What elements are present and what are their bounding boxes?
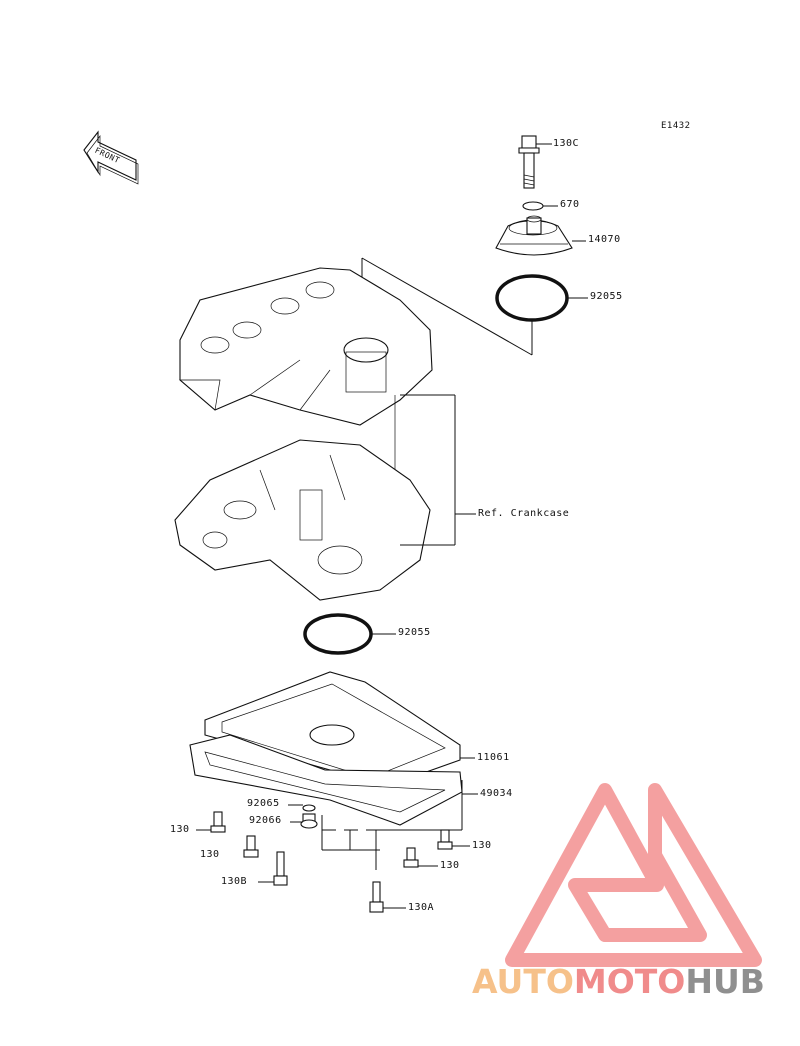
watermark-logo-icon [505, 783, 762, 967]
label-92066: 92066 [249, 815, 282, 826]
bolt-130c-icon [518, 135, 540, 189]
label-670: 670 [560, 199, 580, 210]
label-11061: 11061 [477, 752, 510, 763]
label-92055-lower: 92055 [398, 627, 431, 638]
label-49034: 49034 [480, 788, 513, 799]
washer-92065-icon [302, 804, 316, 812]
bolt-130b-icon [273, 851, 288, 886]
label-130a: 130A [408, 902, 435, 913]
label-130b: 130B [221, 876, 248, 887]
front-arrow-icon [83, 130, 139, 185]
label-14070: 14070 [588, 234, 621, 245]
bolt-130a-icon [369, 881, 384, 913]
oring-92055-lower-icon [303, 613, 373, 655]
lower-crankcase-icon [174, 439, 431, 601]
bolt-130-right-a-icon [437, 829, 453, 850]
label-130-right-b: 130 [440, 860, 460, 871]
bolt-130-left-a-icon [210, 811, 226, 833]
label-92055-upper: 92055 [590, 291, 623, 302]
upper-crankcase-icon [179, 267, 433, 545]
oring-92055-upper-icon [495, 274, 569, 322]
label-130-left-a: 130 [170, 824, 190, 835]
watermark-auto: AUTO [472, 962, 574, 1001]
bolt-130-right-b-icon [403, 847, 419, 868]
label-ref-crankcase: Ref. Crankcase [478, 508, 570, 519]
gasket-11061-icon [204, 671, 461, 793]
plug-92066-icon [300, 813, 318, 829]
cap-14070-icon [495, 215, 573, 256]
label-92065: 92065 [247, 798, 280, 809]
watermark-hub: HUB [685, 962, 765, 1001]
oring-670-icon [522, 201, 544, 211]
watermark-brand: AUTOMOTOHUB [472, 962, 765, 1001]
label-130c: 130C [553, 138, 580, 149]
label-130-left-b: 130 [200, 849, 220, 860]
label-130-right-a: 130 [472, 840, 492, 851]
bolt-130-left-b-icon [243, 835, 259, 858]
watermark-moto: MOTO [573, 962, 686, 1001]
diagram-code: E1432 [661, 121, 691, 131]
